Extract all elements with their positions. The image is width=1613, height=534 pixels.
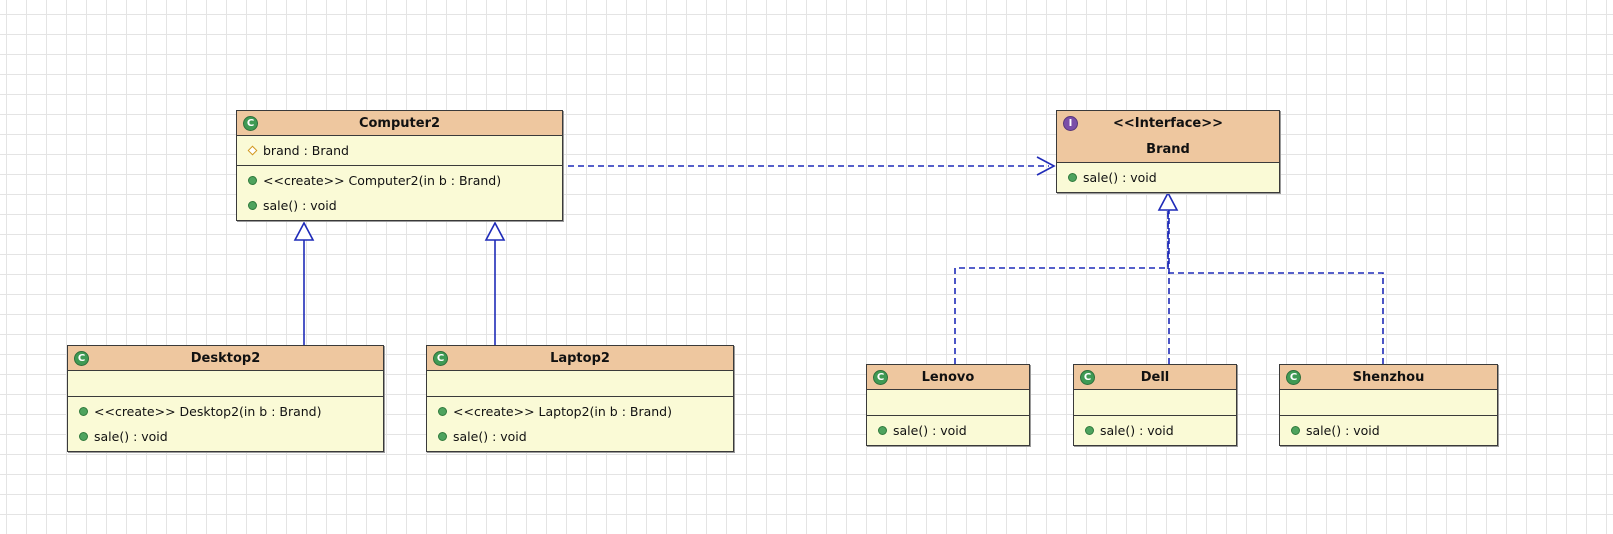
class-name: Shenzhou: [1352, 370, 1425, 385]
class-name: Dell: [1140, 370, 1170, 385]
class-icon: C: [873, 370, 888, 385]
attributes-compartment: [1280, 390, 1497, 416]
attribute-row[interactable]: brand : Brand: [237, 138, 562, 163]
public-visibility-icon: [248, 201, 257, 210]
interface-icon: I: [1063, 116, 1078, 131]
class-laptop2[interactable]: C Laptop2 <<create>> Laptop2(in b : Bran…: [426, 345, 734, 452]
operation-row[interactable]: <<create>> Laptop2(in b : Brand): [427, 399, 733, 424]
open-arrow-head: [1036, 156, 1056, 176]
hollow-triangle-head: [293, 221, 315, 241]
attributes-compartment: [427, 371, 733, 397]
class-icon: C: [433, 351, 448, 366]
class-icon: C: [1080, 370, 1095, 385]
class-name: Desktop2: [190, 351, 261, 366]
attributes-compartment: brand : Brand: [237, 136, 562, 166]
class-header: C Lenovo: [867, 365, 1029, 390]
attributes-compartment: [68, 371, 383, 397]
attributes-compartment: [867, 390, 1029, 416]
hollow-triangle-head: [1157, 191, 1179, 211]
operation-row[interactable]: sale() : void: [1280, 418, 1497, 443]
public-visibility-icon: [1085, 426, 1094, 435]
operation-row[interactable]: <<create>> Desktop2(in b : Brand): [68, 399, 383, 424]
realization-lenovo-line[interactable]: [954, 210, 1169, 364]
operations-compartment: sale() : void: [867, 416, 1029, 445]
class-desktop2[interactable]: C Desktop2 <<create>> Desktop2(in b : Br…: [67, 345, 384, 452]
operations-compartment: sale() : void: [1074, 416, 1236, 445]
operation-row[interactable]: sale() : void: [867, 418, 1029, 443]
operation-text: <<create>> Laptop2(in b : Brand): [453, 404, 672, 419]
public-visibility-icon: [79, 432, 88, 441]
operation-row[interactable]: sale() : void: [427, 424, 733, 449]
class-header: C Shenzhou: [1280, 365, 1497, 390]
operations-compartment: <<create>> Computer2(in b : Brand) sale(…: [237, 166, 562, 220]
operations-compartment: sale() : void: [1057, 163, 1279, 192]
class-header: I <<Interface>> Brand: [1057, 111, 1279, 163]
operation-text: <<create>> Desktop2(in b : Brand): [94, 404, 322, 419]
class-header: C Desktop2: [68, 346, 383, 371]
operation-text: sale() : void: [94, 429, 168, 444]
operation-row[interactable]: sale() : void: [68, 424, 383, 449]
public-visibility-icon: [438, 432, 447, 441]
class-shenzhou[interactable]: C Shenzhou sale() : void: [1279, 364, 1498, 446]
operation-row[interactable]: sale() : void: [1057, 165, 1279, 190]
public-visibility-icon: [1068, 173, 1077, 182]
class-name: Brand: [1146, 142, 1190, 157]
class-dell[interactable]: C Dell sale() : void: [1073, 364, 1237, 446]
class-icon: C: [1286, 370, 1301, 385]
realization-shenzhou-line[interactable]: [1167, 210, 1384, 364]
class-computer2[interactable]: C Computer2 brand : Brand <<create>> Com…: [236, 110, 563, 221]
public-visibility-icon: [878, 426, 887, 435]
operation-text: sale() : void: [1100, 423, 1174, 438]
operation-text: sale() : void: [893, 423, 967, 438]
interface-brand[interactable]: I <<Interface>> Brand sale() : void: [1056, 110, 1280, 193]
operation-text: sale() : void: [1083, 170, 1157, 185]
operation-row[interactable]: <<create>> Computer2(in b : Brand): [237, 168, 562, 193]
class-header: C Dell: [1074, 365, 1236, 390]
interface-stereotype: <<Interface>>: [1112, 116, 1224, 131]
operation-text: sale() : void: [263, 198, 337, 213]
public-visibility-icon: [438, 407, 447, 416]
operation-row[interactable]: sale() : void: [1074, 418, 1236, 443]
operation-text: sale() : void: [1306, 423, 1380, 438]
class-icon: C: [74, 351, 89, 366]
class-name: Computer2: [358, 116, 441, 131]
class-lenovo[interactable]: C Lenovo sale() : void: [866, 364, 1030, 446]
hollow-triangle-head: [484, 221, 506, 241]
operation-text: <<create>> Computer2(in b : Brand): [263, 173, 502, 188]
class-name: Laptop2: [550, 351, 610, 366]
public-visibility-icon: [1291, 426, 1300, 435]
class-icon: C: [243, 116, 258, 131]
operations-compartment: sale() : void: [1280, 416, 1497, 445]
attribute-text: brand : Brand: [263, 143, 349, 158]
operation-text: sale() : void: [453, 429, 527, 444]
protected-visibility-icon: [247, 145, 258, 156]
attributes-compartment: [1074, 390, 1236, 416]
public-visibility-icon: [248, 176, 257, 185]
class-header: C Laptop2: [427, 346, 733, 371]
operations-compartment: <<create>> Desktop2(in b : Brand) sale()…: [68, 397, 383, 451]
class-header: C Computer2: [237, 111, 562, 136]
operation-row[interactable]: sale() : void: [237, 193, 562, 218]
class-name: Lenovo: [921, 370, 975, 385]
public-visibility-icon: [79, 407, 88, 416]
operations-compartment: <<create>> Laptop2(in b : Brand) sale() …: [427, 397, 733, 451]
